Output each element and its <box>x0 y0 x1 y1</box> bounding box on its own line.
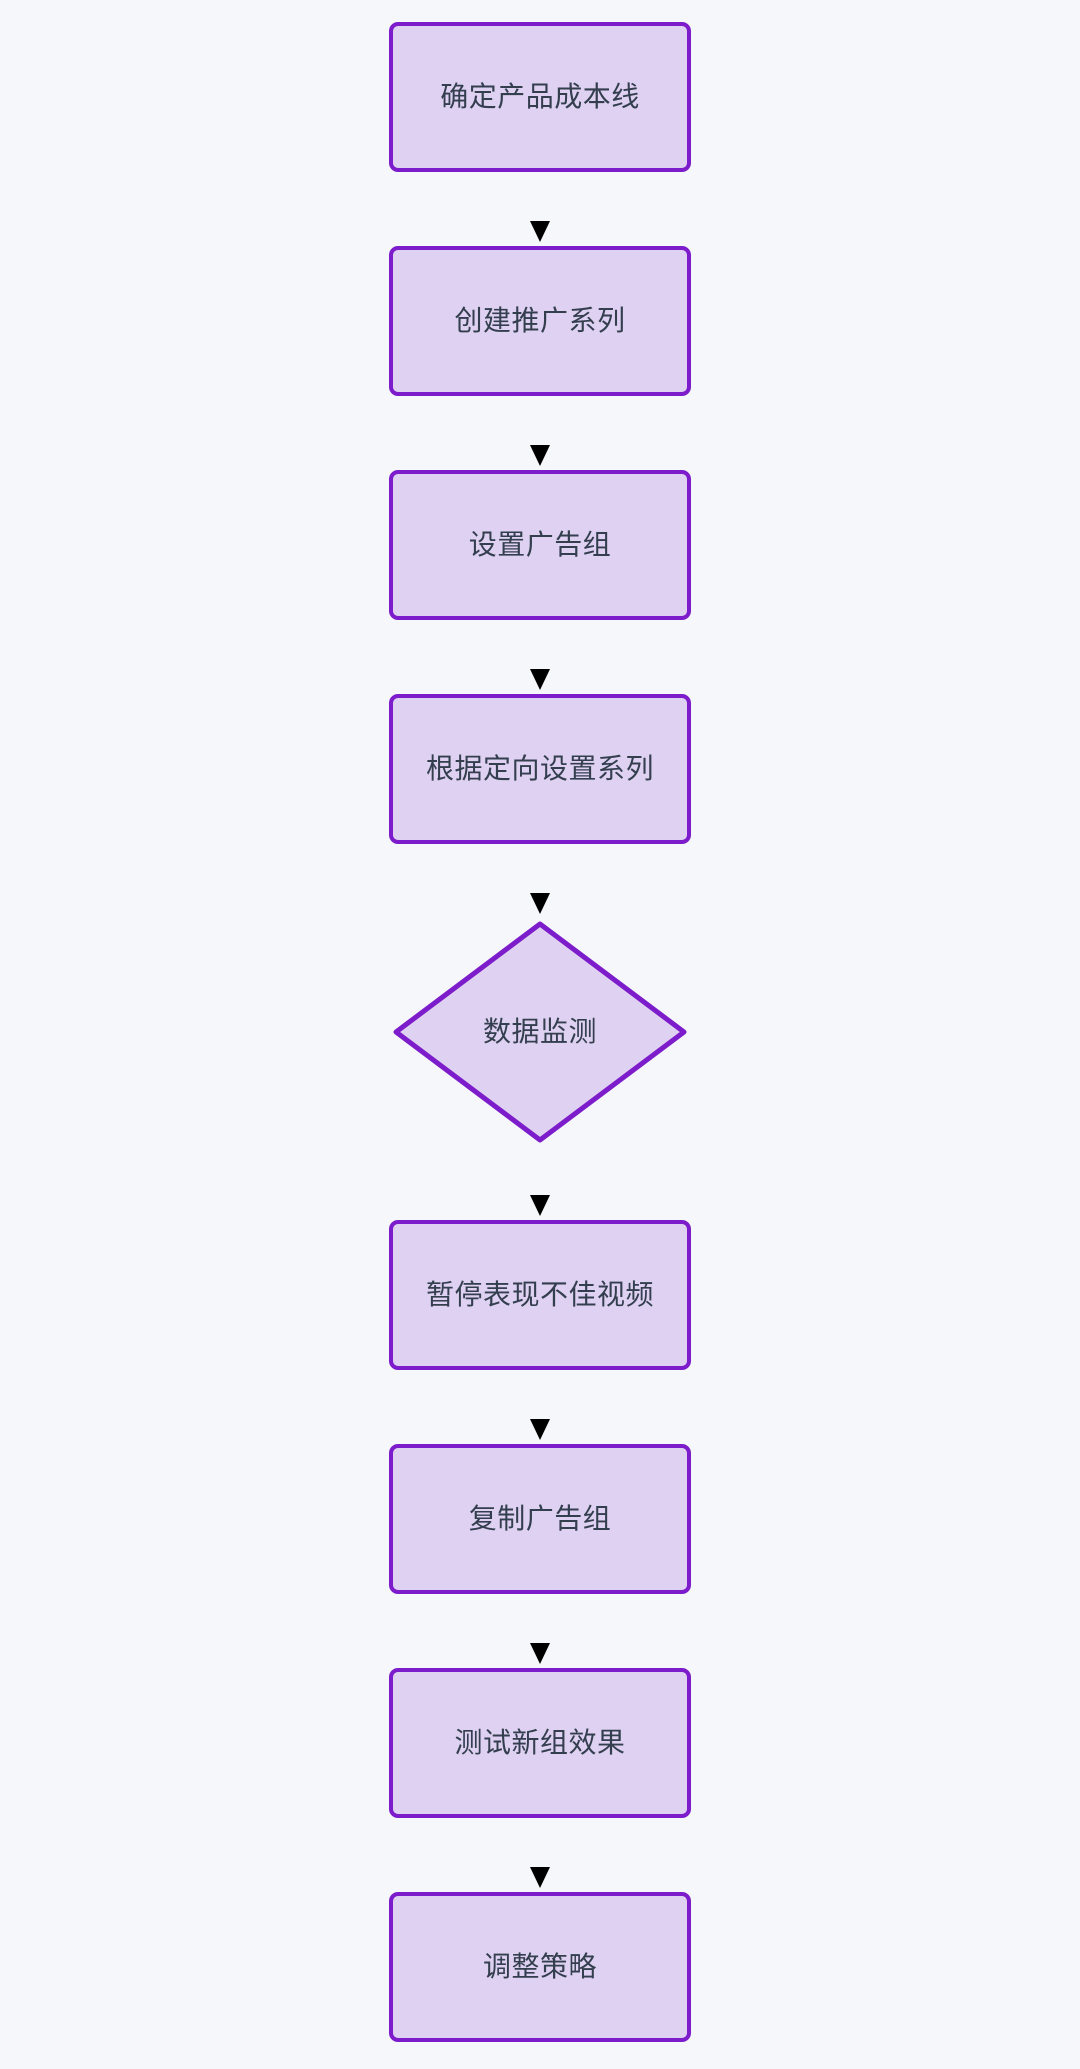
flow-node-create-campaign: 创建推广系列 <box>389 246 691 396</box>
arrow-down-icon <box>530 626 550 690</box>
node-label: 创建推广系列 <box>454 304 626 336</box>
flow-node-adjust-strategy: 调整策略 <box>389 1892 691 2042</box>
arrow-down-icon <box>530 1600 550 1664</box>
node-label: 暂停表现不佳视频 <box>425 1278 654 1310</box>
node-label: 设置广告组 <box>468 528 612 560</box>
flow-node-test-new-group: 测试新组效果 <box>389 1668 691 1818</box>
flow-decision-data-monitoring: 数据监测 <box>390 918 690 1146</box>
arrow-down-icon <box>530 1376 550 1440</box>
arrow-down-icon <box>530 178 550 242</box>
arrow-down-icon <box>530 1152 550 1216</box>
flow-node-pause-poor-videos: 暂停表现不佳视频 <box>389 1220 691 1370</box>
arrow-down-icon <box>530 402 550 466</box>
node-label: 测试新组效果 <box>454 1726 626 1758</box>
node-label: 复制广告组 <box>468 1502 612 1534</box>
node-label: 调整策略 <box>482 1950 597 1982</box>
flow-node-confirm-cost-line: 确定产品成本线 <box>389 22 691 172</box>
node-label: 确定产品成本线 <box>440 80 640 112</box>
node-label: 根据定向设置系列 <box>425 752 654 784</box>
flow-node-setup-ad-group: 设置广告组 <box>389 470 691 620</box>
flow-node-targeting-series: 根据定向设置系列 <box>389 694 691 844</box>
arrow-down-icon <box>530 1824 550 1888</box>
diamond-shape <box>393 921 687 1143</box>
arrow-down-icon <box>530 850 550 914</box>
flow-node-duplicate-ad-group: 复制广告组 <box>389 1444 691 1594</box>
node-label: 数据监测 <box>482 1015 597 1047</box>
